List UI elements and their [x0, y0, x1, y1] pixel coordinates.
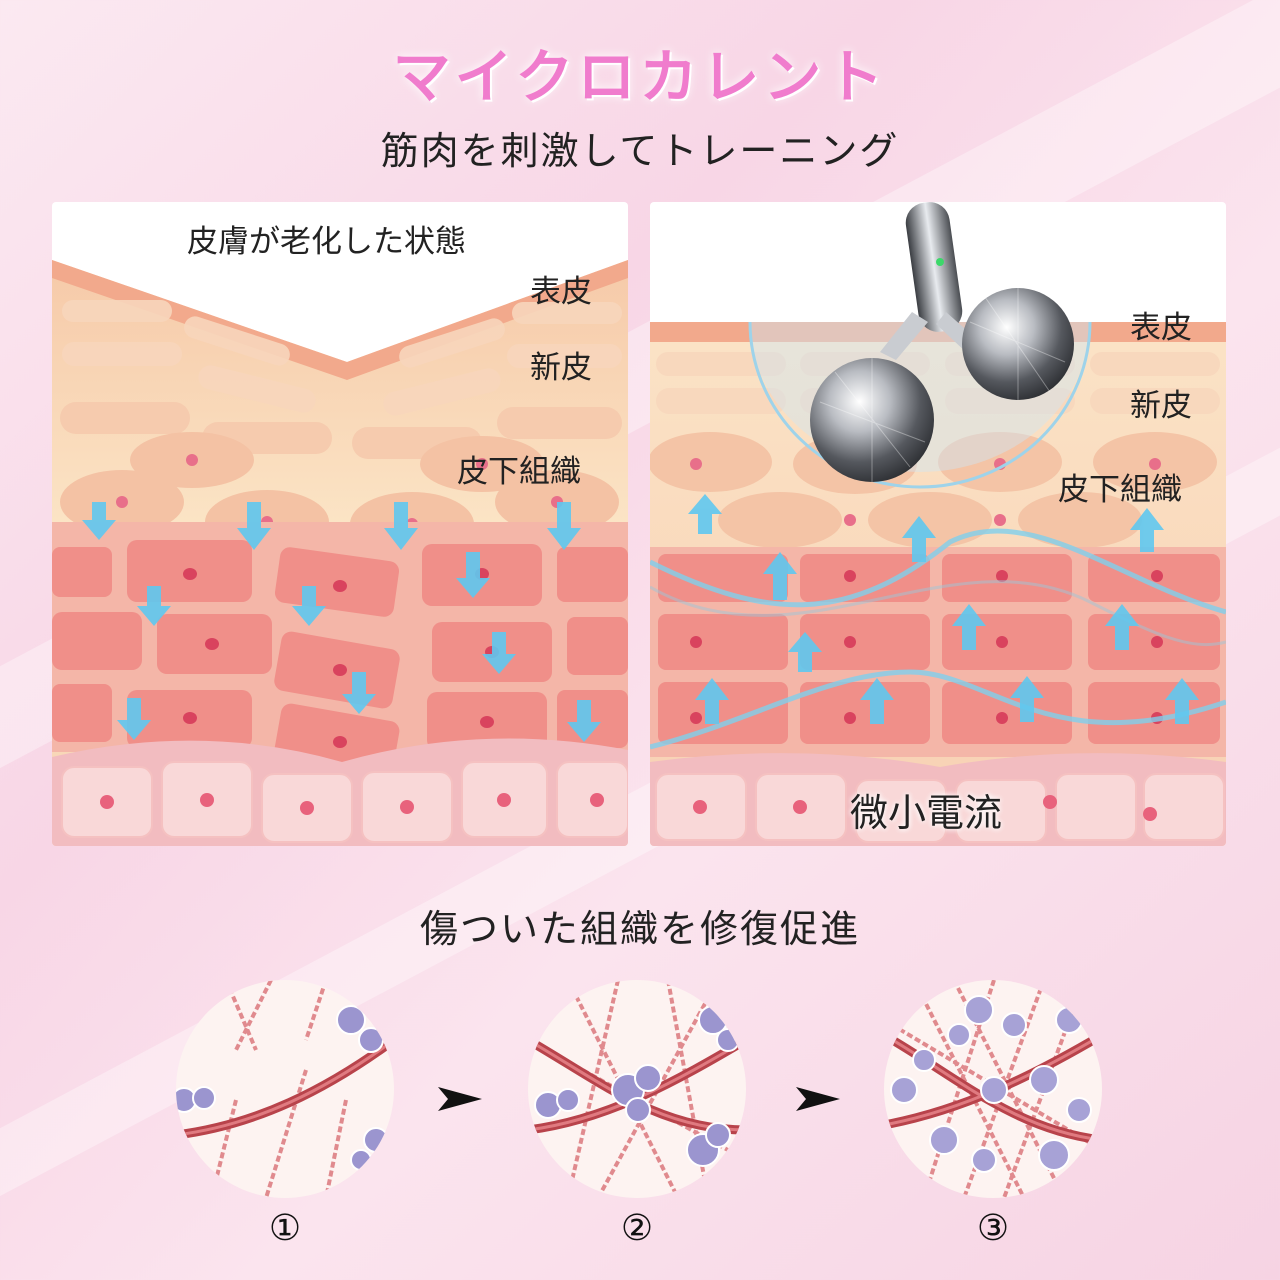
repair-step-1-circle	[176, 980, 394, 1198]
aged-skin-illustration	[52, 260, 628, 846]
page-subtitle: 筋肉を刺激してトレーニング	[380, 129, 900, 173]
label-epidermis: 表皮	[530, 274, 592, 310]
aged-skin-caption: 皮膚が老化した状態	[187, 224, 466, 260]
repair-title: 傷ついた組織を修復促進	[419, 907, 860, 951]
label-new-skin: 新皮	[1130, 388, 1192, 424]
microcurrent-panel: 表皮 新皮 皮下組織 微小電流	[650, 202, 1226, 846]
label-subcutaneous: 皮下組織	[1058, 472, 1182, 508]
repair-step-3-circle	[884, 980, 1102, 1198]
label-epidermis: 表皮	[1130, 310, 1192, 346]
right-arrowhead-icon	[796, 1087, 840, 1111]
microcurrent-illustration	[650, 202, 1226, 846]
right-arrowhead-icon	[438, 1087, 482, 1111]
step-label-2: ②	[620, 1208, 654, 1249]
label-new-skin: 新皮	[530, 350, 592, 386]
step-label-3: ③	[976, 1208, 1010, 1249]
repair-step-2-circle	[528, 980, 746, 1198]
roller-device	[810, 202, 1074, 482]
aged-skin-panel: 皮膚が老化した状態 表皮 新皮 皮下組織	[52, 202, 628, 846]
label-subcutaneous: 皮下組織	[457, 454, 581, 490]
label-microcurrent: 微小電流	[850, 791, 1003, 835]
page-title: マイクロカレント	[392, 43, 888, 111]
step-label-1: ①	[268, 1208, 302, 1249]
